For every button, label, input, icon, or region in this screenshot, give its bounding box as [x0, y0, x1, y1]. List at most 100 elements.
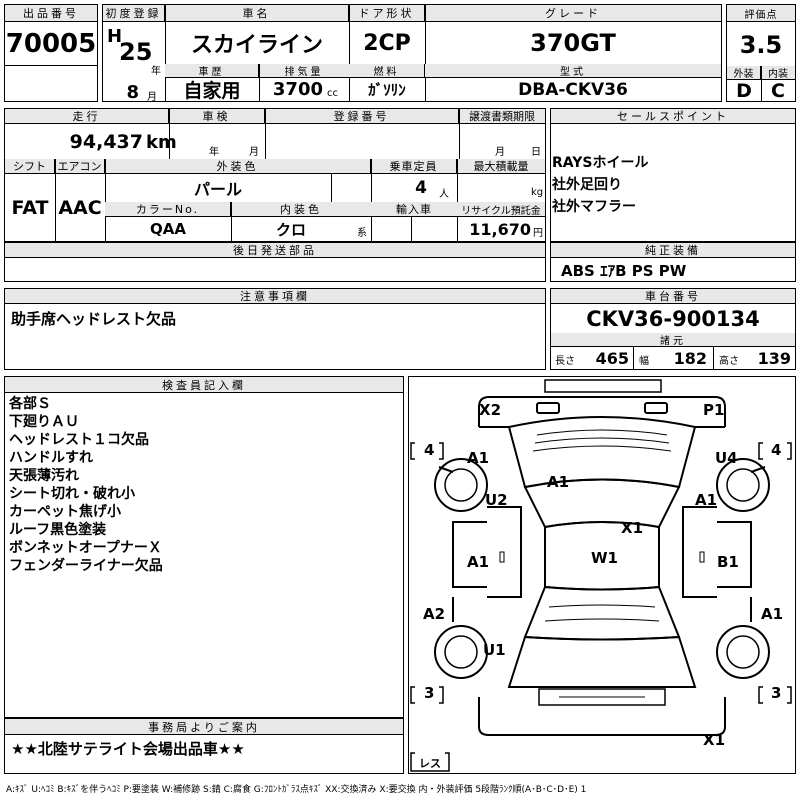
displacement-label: 排気量 — [259, 64, 349, 78]
max-load-label: 最大積載量 — [457, 159, 545, 174]
height-label: 高さ — [719, 355, 739, 367]
int-color-label: 内装色 — [231, 202, 371, 217]
damage-mark: U4 — [715, 449, 738, 467]
inspector-label: 検査員記入欄 — [5, 377, 403, 393]
legend: A:ｷｽﾞ U:ﾍｺﾐ B:ｷｽﾞを伴うﾍｺﾐ P:要塗装 W:補修跡 S:錆 … — [6, 784, 587, 795]
fuel-label: 燃料 — [349, 64, 425, 78]
car-diagram-box: 4 4 3 3 レス X2 P1 A1 U4 A1 U2 A1 X1 A1 W1… — [408, 376, 796, 774]
damage-mark: U2 — [485, 491, 508, 509]
damage-mark: A1 — [467, 449, 490, 467]
damage-mark: X1 — [703, 731, 726, 749]
height-value: 139 — [757, 348, 791, 368]
transfer-month-unit: 月 — [495, 146, 505, 158]
import-label: 輸入車 — [371, 202, 457, 217]
office-value: ★★北陸サテライト会場出品車★★ — [11, 739, 245, 758]
lot-number: 70005 — [5, 29, 97, 59]
damage-mark: X1 — [621, 519, 644, 537]
lot-number-label: 出品番号 — [5, 5, 97, 22]
ext-grade-label: 外装 — [727, 66, 761, 80]
mileage-label: 走行 — [5, 109, 169, 124]
tread-front-right: 4 — [771, 441, 782, 459]
sales-points-box: セールスポイント RAYSホイール 社外足回り 社外マフラー — [550, 108, 796, 242]
inspector-box: 検査員記入欄 各部Ｓ 下廻りＡＵ ヘッドレスト１コ欠品 ハンドルすれ 天張薄汚れ… — [4, 376, 404, 718]
damage-mark: U1 — [483, 641, 506, 659]
fuel-value: ｶﾞｿﾘﾝ — [368, 81, 406, 99]
length-value: 465 — [595, 348, 629, 368]
recycle-value: 11,670 — [469, 219, 531, 239]
inspector-item: フェンダーライナー欠品 — [9, 558, 163, 574]
lot-number-box: 出品番号 70005 — [4, 4, 98, 102]
grade: 370GT — [530, 29, 616, 57]
color-no-label: カラーNo. — [105, 202, 231, 217]
damage-mark: A2 — [423, 605, 446, 623]
damage-mark: A1 — [467, 553, 490, 571]
mileage-unit: km — [146, 131, 177, 153]
displacement-value: 3700 — [272, 79, 323, 100]
aircon-label: エアコン — [55, 159, 105, 174]
color-no-value: QAA — [150, 220, 186, 238]
car-name: スカイライン — [190, 33, 323, 58]
capacity-value: 4 — [415, 178, 427, 198]
history-label: 車歴 — [165, 64, 259, 78]
inspector-item: ハンドルすれ — [9, 450, 93, 466]
sales-points-label: セールスポイント — [551, 109, 795, 124]
displacement-unit: cc — [327, 87, 338, 99]
chassis-number: CKV36-900134 — [586, 307, 760, 331]
office-box: 事務局よりご案内 ★★北陸サテライト会場出品車★★ — [4, 718, 404, 774]
score-box: 評価点 3.5 外装 内装 D C — [726, 4, 796, 102]
sales-point-item: 社外マフラー — [552, 199, 636, 215]
int-grade: C — [771, 79, 785, 102]
inspector-item: ルーフ黒色塗装 — [9, 522, 107, 538]
shift-value: FAT — [11, 196, 49, 219]
max-load-unit: kg — [531, 186, 544, 198]
inspector-item: ヘッドレスト１コ欠品 — [9, 432, 149, 448]
later-parts-box: 後日発送部品 — [4, 242, 546, 282]
inspection-year-unit: 年 — [209, 146, 219, 158]
tread-rear-right: 3 — [771, 684, 782, 702]
genuine-equipment-box: 純正装備 ABS ｴｱB PS PW — [550, 242, 796, 282]
damage-mark: A1 — [547, 473, 570, 491]
tread-front-left: 4 — [424, 441, 435, 459]
later-parts-label: 後日発送部品 — [5, 243, 545, 258]
int-grade-label: 内装 — [761, 66, 795, 80]
damage-mark: P1 — [703, 401, 725, 419]
width-label: 幅 — [639, 355, 649, 367]
int-color-unit: 系 — [357, 227, 367, 239]
door-type: 2CP — [363, 30, 411, 56]
grade-label: グレード — [425, 5, 721, 22]
transfer-day-unit: 日 — [531, 146, 541, 158]
sales-point-item: RAYSホイール — [552, 155, 649, 171]
chassis-label: 車台番号 — [551, 289, 795, 304]
car-diagram — [410, 379, 792, 772]
car-name-label: 車名 — [165, 5, 349, 22]
transfer-doc-label: 譲渡書類期限 — [459, 109, 545, 124]
genuine-label: 純正装備 — [551, 243, 795, 258]
ext-color-label: 外装色 — [105, 159, 371, 174]
inspector-item: 下廻りＡＵ — [9, 414, 79, 430]
mileage-value: 94,437 — [69, 131, 143, 153]
width-value: 182 — [673, 348, 707, 368]
details-box: 走行 車検 登録番号 譲渡書類期限 94,437 km 年 月 月 日 シフト … — [4, 108, 546, 242]
damage-mark: A1 — [761, 605, 784, 623]
model-type: DBA-CKV36 — [518, 79, 628, 100]
damage-mark: W1 — [591, 549, 618, 567]
shift-label: シフト — [5, 159, 55, 174]
inspector-item: 天張薄汚れ — [9, 468, 79, 484]
header-main-box: 初度登録 車名 ドア形状 グレード H 25 年 スカイライン 2CP 370G… — [102, 4, 722, 103]
inspector-list: 各部Ｓ 下廻りＡＵ ヘッドレスト１コ欠品 ハンドルすれ 天張薄汚れ シート切れ・… — [9, 395, 163, 575]
chassis-box: 車台番号 CKV36-900134 諸元 長さ 465 幅 182 高さ 139 — [550, 288, 796, 370]
notes-box: 注意事項欄 助手席ヘッドレスト欠品 — [4, 288, 546, 370]
notes-value: 助手席ヘッドレスト欠品 — [11, 309, 177, 328]
era-letter: H — [107, 25, 123, 47]
inspection-label: 車検 — [169, 109, 265, 124]
damage-mark: X2 — [479, 401, 502, 419]
inspector-item: ボンネットオープナーＸ — [9, 540, 162, 556]
aircon-value: AAC — [58, 196, 102, 219]
first-reg-year: 25 — [119, 38, 153, 66]
length-label: 長さ — [555, 355, 575, 367]
ext-grade: D — [736, 79, 752, 102]
office-label: 事務局よりご案内 — [5, 719, 403, 735]
first-reg-month: 8 — [126, 81, 139, 103]
ext-color-value: パール — [193, 180, 242, 199]
reg-no-label: 登録番号 — [265, 109, 459, 124]
